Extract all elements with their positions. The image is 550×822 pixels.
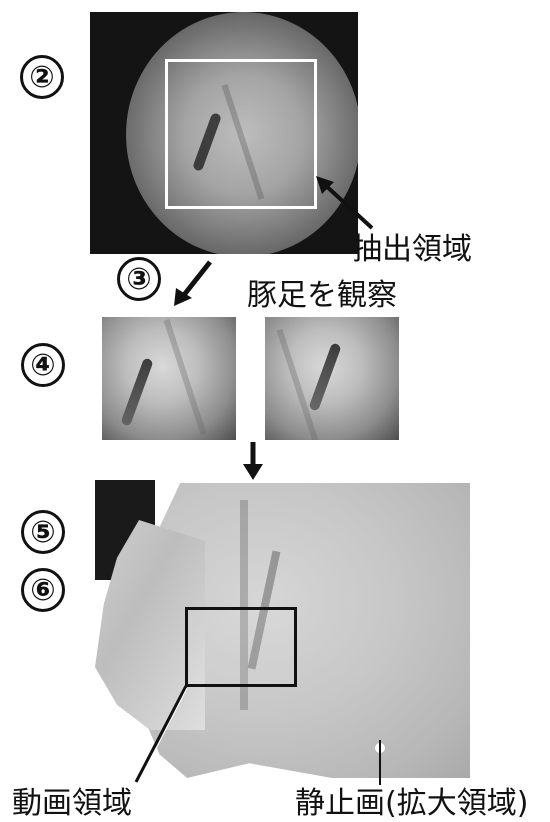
frame-1-streak-faint (164, 319, 207, 435)
video-region-pointer (130, 680, 200, 790)
frame-2-streak-faint (277, 329, 320, 440)
step-2-badge: ② (20, 55, 64, 99)
extracted-frame-2 (265, 317, 399, 440)
step-6-badge: ⑥ (21, 568, 65, 612)
step-5-badge: ⑤ (21, 510, 65, 554)
down-arrow (242, 440, 264, 482)
step-3-arrow (168, 256, 218, 308)
still-image-label: 静止画(拡大領域) (295, 778, 528, 822)
extracted-frame-1 (102, 317, 236, 440)
extraction-frame (165, 59, 317, 209)
step-4-badge: ④ (21, 343, 65, 387)
observe-pig-foot-label: 豚足を観察 (247, 270, 397, 314)
video-region-label: 動画領域 (12, 778, 132, 822)
step-3-badge: ③ (117, 257, 161, 301)
frame-2-streak (308, 342, 341, 411)
video-region-frame (185, 607, 297, 687)
extraction-region-label: 抽出領域 (352, 224, 472, 268)
frame-1-streak (120, 357, 153, 426)
